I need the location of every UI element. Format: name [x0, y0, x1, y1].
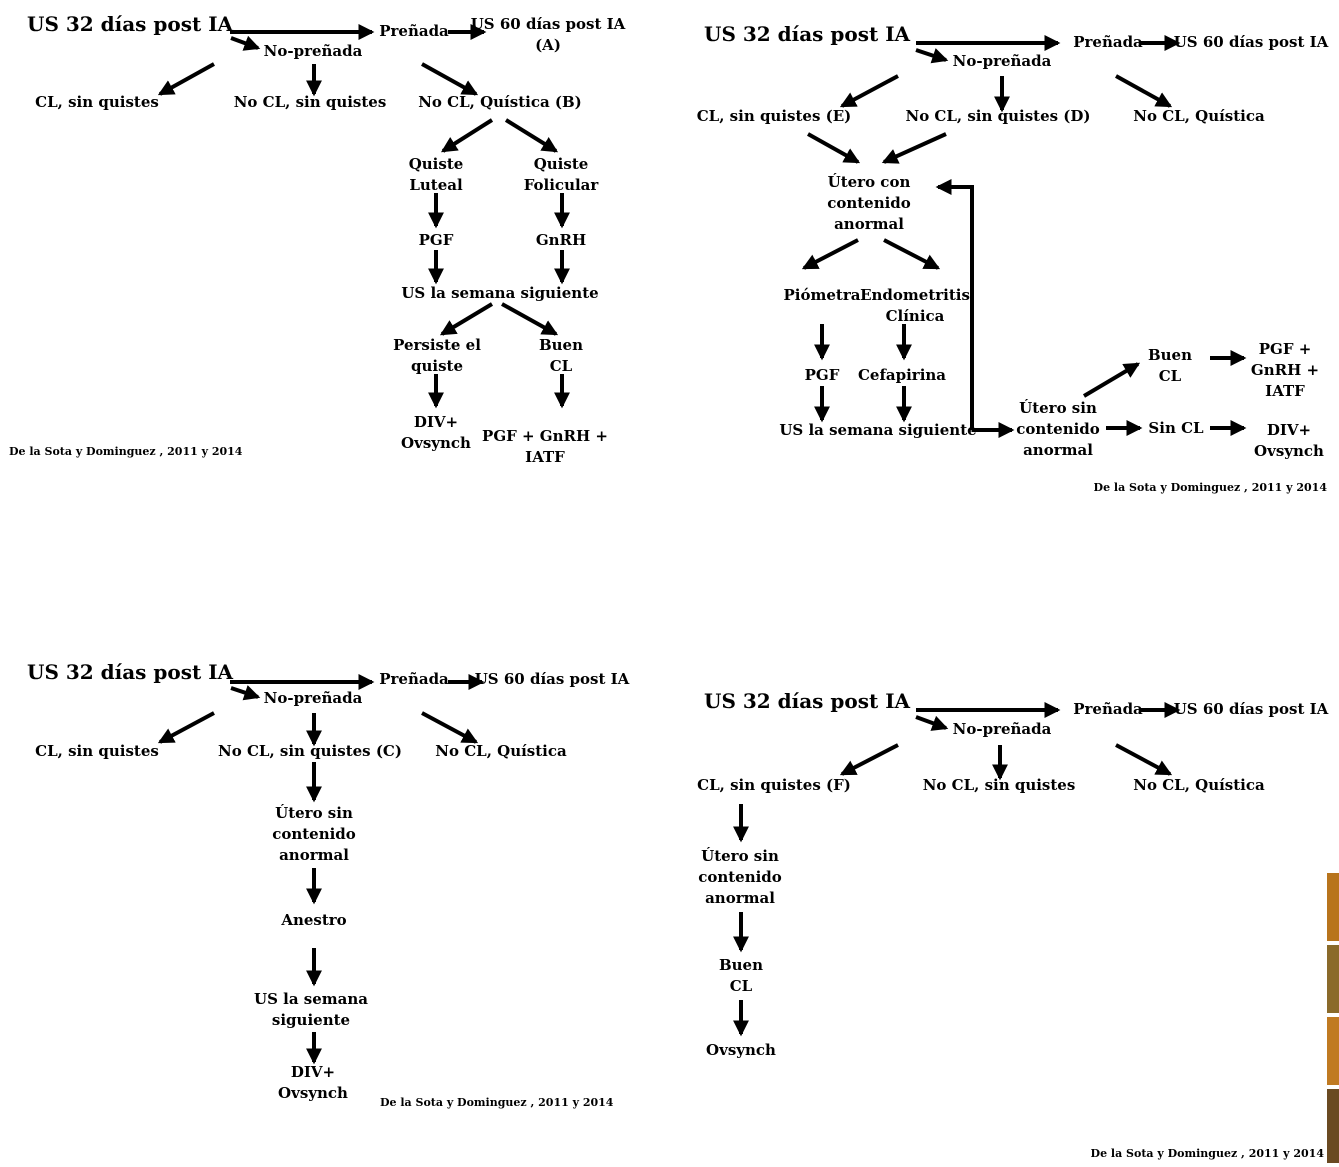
arrow-a-us-to-buencl — [501, 302, 559, 336]
panel-c-node-anestro: Anestro — [281, 911, 347, 929]
panel-a-node-nocl-quistica: No CL, Quística (B) — [418, 93, 582, 111]
arrow-a-to-quiste-folicular — [504, 118, 559, 153]
panel-d-title: US 32 días post IA — [704, 689, 911, 713]
panel-d-node-ovsynch: Ovsynch — [706, 1041, 776, 1059]
panel-a-node-quiste-luteal: Quiste Luteal — [408, 155, 464, 194]
panel-c-node-no-prenada: No-preñada — [263, 689, 363, 707]
panel-a-node-quiste-folicular: Quiste Folicular — [523, 155, 599, 194]
panel-c-node-us60: US 60 días post IA — [474, 670, 630, 688]
panel-d-node-us60: US 60 días post IA — [1173, 700, 1329, 718]
arrow-a-to-quiste-luteal — [440, 118, 494, 153]
panel-c-title: US 32 días post IA — [27, 660, 234, 684]
arrow-c-to-no-prenada — [230, 685, 261, 701]
panel-d-citation: De la Sota y Dominguez , 2011 y 2014 — [1090, 1147, 1324, 1160]
panel-a-node-us-semana: US la semana siguiente — [401, 284, 599, 302]
panel-b-title: US 32 días post IA — [704, 22, 911, 46]
photo-thumbnail — [1327, 945, 1339, 1013]
arrow-a-us-to-persiste — [439, 302, 494, 336]
panel-b-node-cefapirina: Cefapirina — [857, 366, 947, 384]
panel-a-node-persiste-quiste: Persiste el quiste — [393, 336, 481, 375]
panel-c-node-utero-sin-contenido: Útero sin contenido anormal — [272, 804, 356, 864]
panel-a-node-us60: US 60 días post IA (A) — [470, 15, 626, 54]
panel-d-node-prenada: Preñada — [1073, 700, 1143, 718]
panel-a-node-nocl-sin-quistes: No CL, sin quistes — [233, 93, 387, 111]
arrow-b-utero-sin-to-buencl — [1082, 362, 1141, 398]
arrow-d-to-nocl-quist — [1115, 743, 1173, 776]
panel-d-node-buen-cl: Buen CL — [718, 956, 764, 995]
arrow-b-cl-to-utero — [807, 132, 861, 164]
panel-c-node-prenada: Preñada — [379, 670, 449, 688]
panel-b-node-us-semana: US la semana siguiente — [779, 421, 977, 439]
panel-d-node-no-prenada: No-preñada — [952, 720, 1052, 738]
panel-b-node-no-prenada: No-preñada — [952, 52, 1052, 70]
arrow-b-nocl-to-utero — [881, 132, 947, 164]
arrow-c-to-cl-sin — [157, 711, 215, 744]
panel-d-node-cl-sin-quistes-f: CL, sin quistes (F) — [697, 776, 851, 794]
panel-b-node-utero-sin-contenido: Útero sin contenido anormal — [1016, 399, 1100, 459]
panel-b-node-div-ovsynch: DIV+ Ovsynch — [1254, 421, 1324, 460]
panel-b-node-sin-cl: Sin CL — [1148, 419, 1204, 437]
panel-b-node-cl-sin-quistes-e: CL, sin quistes (E) — [696, 107, 852, 125]
photo-thumbnail-strip — [1327, 873, 1339, 1163]
arrow-a-to-nocl-quist — [421, 62, 479, 96]
panel-b-node-piometra: Piómetra — [783, 286, 861, 304]
panel-a-node-no-prenada: No-preñada — [263, 42, 363, 60]
panel-a-node-gnrh: GnRH — [535, 231, 587, 249]
panel-b-node-endometritis: Endometritis Clínica — [860, 286, 970, 325]
arrow-b-to-nocl-quist — [1115, 74, 1173, 108]
panel-a-title: US 32 días post IA — [27, 12, 234, 36]
arrow-b-to-cl-sin — [839, 74, 899, 108]
panel-c-node-div-ovsynch: DIV+ Ovsynch — [278, 1063, 348, 1102]
panel-c-node-nocl-quistica: No CL, Quística — [435, 742, 567, 760]
panel-b-node-us60: US 60 días post IA — [1173, 33, 1329, 51]
photo-thumbnail — [1327, 1089, 1339, 1163]
panel-b-node-buen-cl: Buen CL — [1147, 346, 1193, 385]
panel-a-node-pgf-gnrh-iatf: PGF + GnRH + IATF — [482, 427, 608, 466]
panel-a-citation: De la Sota y Dominguez , 2011 y 2014 — [9, 445, 243, 458]
panel-b-node-nocl-quistica: No CL, Quística — [1133, 107, 1265, 125]
panel-b-node-pgf-gnrh-iatf: PGF + GnRH + IATF — [1250, 340, 1320, 400]
arrow-b-to-no-prenada — [915, 48, 949, 64]
panel-c-node-cl-sin-quistes: CL, sin quistes — [35, 742, 159, 760]
arrow-d-to-cl-sin — [839, 743, 899, 776]
panel-b-citation: De la Sota y Dominguez , 2011 y 2014 — [1093, 481, 1327, 494]
arrow-d-to-no-prenada — [915, 715, 949, 731]
panel-a-node-cl-sin-quistes: CL, sin quistes — [35, 93, 159, 111]
panel-c-node-nocl-sin-quistes-c: No CL, sin quistes (C) — [218, 742, 402, 760]
panel-d-node-nocl-quistica: No CL, Quística — [1133, 776, 1265, 794]
panel-d-node-utero-sin-contenido: Útero sin contenido anormal — [698, 847, 782, 907]
arrow-b-utero-to-endometritis — [883, 238, 941, 270]
panel-b-node-nocl-sin-quistes-d: No CL, sin quistes (D) — [905, 107, 1091, 125]
panel-b-node-utero-con-contenido: Útero con contenido anormal — [827, 173, 911, 233]
panel-c-node-us-semana: US la semana siguiente — [254, 990, 368, 1029]
arrow-b-utero-to-piometra — [801, 238, 859, 270]
photo-thumbnail — [1327, 1017, 1339, 1085]
panel-a-node-pgf: PGF — [418, 231, 454, 249]
panel-a-node-prenada: Preñada — [379, 22, 449, 40]
photo-thumbnail — [1327, 873, 1339, 941]
panel-d-node-nocl-sin-quistes: No CL, sin quistes — [922, 776, 1076, 794]
arrow-a-to-no-prenada — [230, 35, 261, 51]
panel-a-node-buen-cl: Buen CL — [538, 336, 584, 375]
arrow-c-to-nocl-quist — [421, 711, 479, 744]
panel-b-node-prenada: Preñada — [1073, 33, 1143, 51]
panel-b-node-pgf: PGF — [804, 366, 840, 384]
panel-c-citation: De la Sota y Dominguez , 2011 y 2014 — [380, 1096, 614, 1109]
panel-a-node-div-ovsynch: DIV+ Ovsynch — [401, 413, 471, 452]
arrow-a-to-cl-sin — [157, 62, 215, 96]
